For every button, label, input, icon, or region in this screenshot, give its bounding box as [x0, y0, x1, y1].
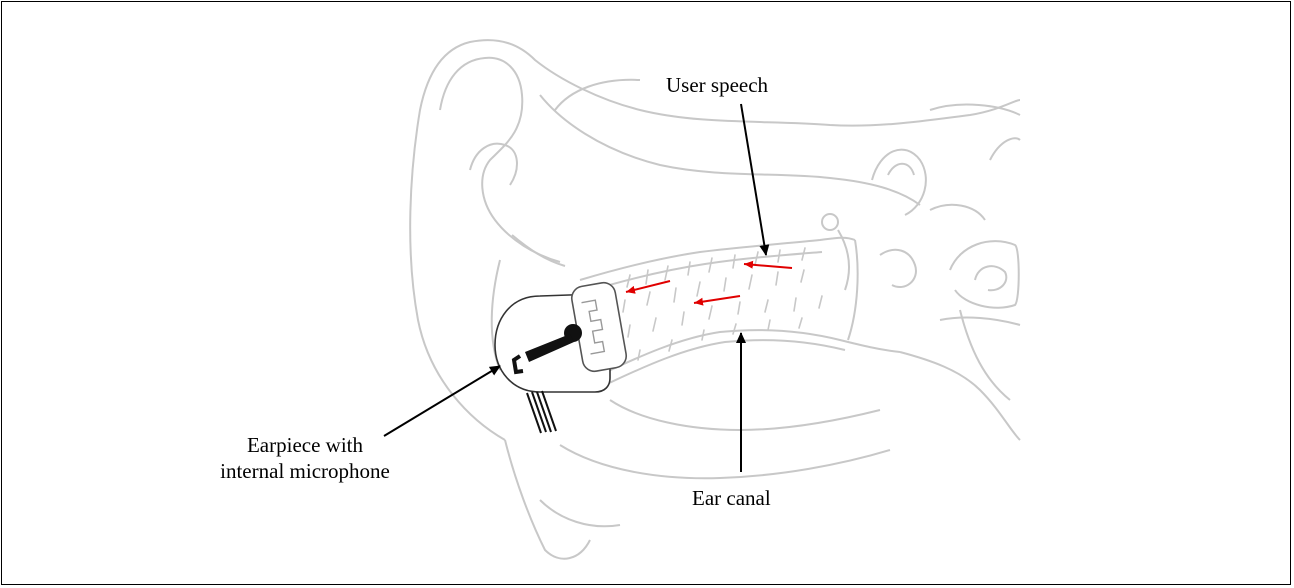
sound-arrow-3	[626, 281, 670, 292]
user-speech-label: User speech	[666, 72, 768, 98]
sound-arrow-1	[744, 264, 792, 268]
annotation-arrows	[384, 104, 766, 472]
earpiece-label-line1: Earpiece with	[199, 432, 411, 458]
user-speech-pointer	[741, 104, 766, 255]
earpiece-cable	[527, 391, 556, 433]
earpiece	[495, 281, 628, 433]
earpiece-label-line2: internal microphone	[199, 458, 411, 484]
ear-canal-label: Ear canal	[692, 485, 771, 511]
earpiece-label: Earpiece with internal microphone	[199, 432, 411, 484]
sound-arrow-2	[694, 296, 740, 303]
inner-ear-outline	[822, 105, 1020, 440]
